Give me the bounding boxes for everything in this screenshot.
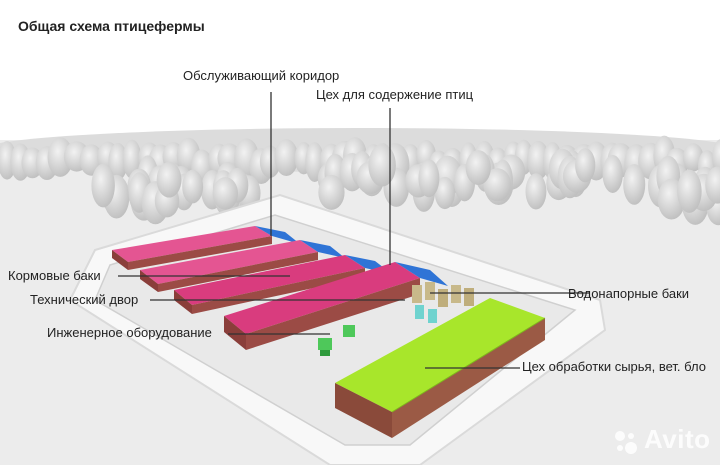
tree (575, 148, 596, 183)
tree (705, 166, 720, 204)
tree (274, 139, 299, 177)
tree (712, 139, 720, 176)
tree (623, 164, 646, 205)
engineering-equipment (318, 325, 355, 356)
avito-watermark: Avito (644, 424, 711, 454)
label-eng-equipment: Инженерное оборудование (47, 325, 212, 340)
tree (91, 163, 115, 208)
tree (483, 168, 512, 202)
tree (465, 150, 491, 185)
tree (418, 159, 440, 198)
water-tank-cluster (412, 282, 474, 323)
barn-2 (140, 240, 345, 292)
label-bird-house: Цех для содержение птиц (316, 87, 474, 102)
diagram-title: Общая схема птицефермы (18, 18, 205, 34)
tree (212, 177, 239, 210)
tree (108, 142, 128, 181)
label-service-corridor: Обслуживающий коридор (183, 68, 340, 83)
tree (434, 176, 455, 210)
tree (602, 154, 623, 193)
forest (0, 128, 720, 226)
tree (182, 169, 204, 204)
tree (525, 173, 547, 210)
barn-1 (112, 226, 300, 270)
tree (156, 161, 182, 198)
tree (318, 174, 345, 210)
label-water-tanks: Водонапорные баки (568, 286, 690, 301)
leader-lines (118, 92, 590, 369)
tree (368, 144, 396, 187)
bird-houses (112, 226, 448, 350)
barn-4 (224, 262, 448, 350)
avito-logo-icon (615, 431, 637, 454)
label-feed-tanks: Кормовые баки (8, 268, 101, 283)
barn-3 (174, 255, 392, 314)
processing-building (335, 298, 546, 438)
label-processing: Цех обработки сырья, вет. бло (522, 359, 706, 374)
tree (527, 140, 550, 180)
label-tech-yard: Технический двор (30, 292, 139, 307)
tree (677, 169, 702, 213)
